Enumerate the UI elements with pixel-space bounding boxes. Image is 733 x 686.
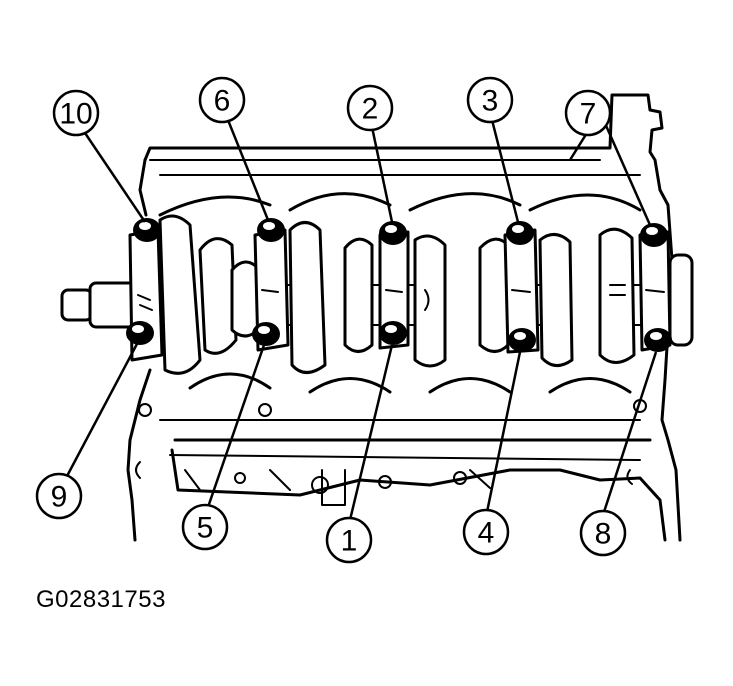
bearing-cap-front	[126, 218, 164, 362]
callout-9-label: 9	[51, 481, 68, 514]
callout-8: 8	[579, 509, 627, 557]
bearing-cap-rear	[638, 223, 672, 352]
leader-lines	[64, 111, 658, 521]
callout-5-label: 5	[197, 512, 214, 545]
callout-2-label: 2	[362, 93, 379, 126]
callout-8-label: 8	[595, 518, 612, 551]
bearing-cap-2	[252, 218, 290, 352]
callout-4: 4	[462, 508, 510, 556]
cylinder-bores	[158, 192, 642, 421]
callout-1: 1	[325, 516, 373, 564]
figure-id: G02831753	[36, 586, 166, 613]
callout-10-label: 10	[59, 98, 92, 131]
callout-3: 3	[466, 76, 514, 124]
bearing-cap-center	[378, 221, 410, 350]
callouts: 10 6 2 3 7 9 5 1	[35, 76, 627, 564]
callout-7-label: 7	[580, 98, 597, 131]
callout-4-label: 4	[478, 517, 495, 550]
bearing-cap-4	[503, 221, 540, 354]
crankshaft	[60, 214, 694, 375]
callout-1-label: 1	[341, 525, 358, 558]
callout-9: 9	[35, 472, 83, 520]
callout-10: 10	[52, 89, 100, 137]
callout-6: 6	[198, 76, 246, 124]
callout-5: 5	[181, 503, 229, 551]
main-bearing-caps	[126, 218, 672, 362]
callout-6-label: 6	[214, 85, 231, 118]
callout-2: 2	[346, 84, 394, 132]
callout-3-label: 3	[482, 85, 499, 118]
callout-7: 7	[564, 89, 612, 137]
